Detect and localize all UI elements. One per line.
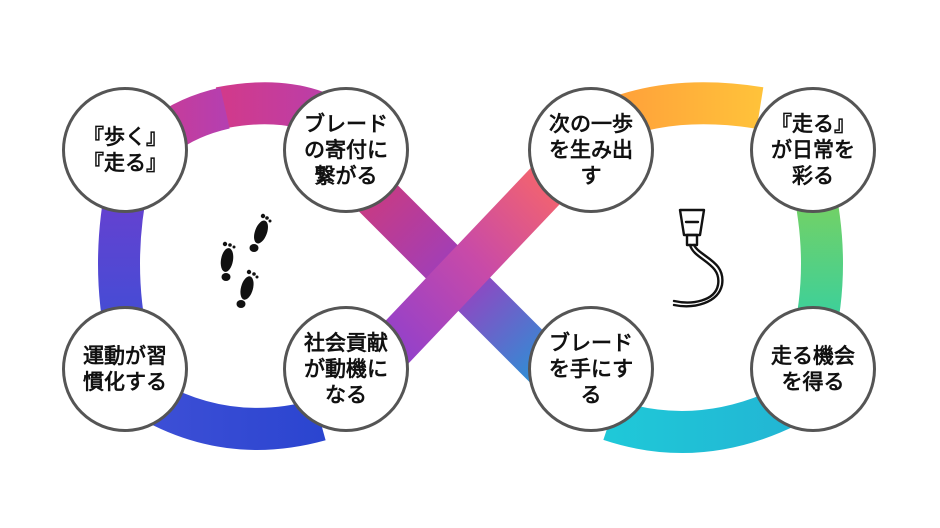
node-line: ブレード (549, 331, 633, 355)
node-line: を得る (781, 370, 845, 394)
node-walk-run: 『歩く』 『走る』 (62, 87, 188, 213)
node-run-daily: 『走る』 が日常を 彩る (750, 87, 876, 213)
loop-cross-band-up (363, 144, 587, 376)
node-line: 走る機会 (771, 344, 855, 368)
node-line: 『走る』 (83, 151, 167, 175)
node-habit: 運動が習 慣化する (62, 306, 188, 432)
node-line: 『歩く』 (83, 125, 167, 149)
node-line: る (580, 383, 602, 407)
node-line: 社会貢献 (304, 331, 388, 355)
node-next-step: 次の一歩 を生み出 す (528, 87, 654, 213)
node-social-contribution: 社会貢献 が動機に なる (283, 306, 409, 432)
footprints-icon (220, 213, 272, 308)
node-line: の寄付に (304, 138, 388, 162)
node-line: 次の一歩 (549, 112, 633, 136)
node-line: なる (325, 383, 367, 407)
node-line: 繋がる (314, 164, 378, 188)
node-line: を手にす (548, 357, 634, 381)
node-line: 慣化する (83, 370, 167, 394)
node-line: 運動が習 (83, 344, 167, 368)
node-line: を生み出 (549, 138, 633, 162)
prosthetic-running-blade-icon (672, 208, 724, 308)
node-line: 『走る』 (771, 112, 855, 136)
node-line: す (580, 164, 602, 188)
node-line: ブレード (304, 112, 388, 136)
node-line: が日常を (771, 138, 855, 162)
node-line: が動機に (304, 357, 388, 381)
node-get-blade: ブレード を手にす る (528, 306, 654, 432)
node-run-opportunity: 走る機会 を得る (750, 306, 876, 432)
node-blade-donation: ブレード の寄付に 繋がる (283, 87, 409, 213)
node-line: 彩る (792, 164, 834, 188)
